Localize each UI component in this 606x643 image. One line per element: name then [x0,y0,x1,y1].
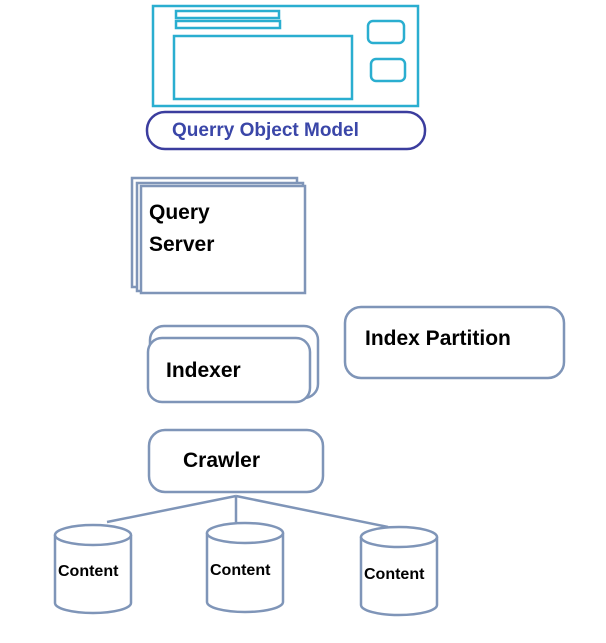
query-object-model-box [145,110,427,151]
crawler-label: Crawler [183,449,261,472]
content-3-label: Content [364,566,425,583]
content-2-top [205,521,285,545]
index-partition-label: Index Partition [365,327,511,350]
ui-window-button-2 [369,57,407,83]
ui-window-icon [151,4,420,108]
index-partition-box [343,305,566,380]
ui-window-button-1 [366,19,406,45]
content-3-top [359,525,439,549]
content-database-icon-3 [359,525,439,617]
ui-window-bar-1 [174,9,281,20]
indexer-front-shape [146,336,312,404]
query-server-node [130,176,307,295]
ui-window-content-pane [172,34,354,101]
content-3-body [359,537,439,617]
content-database-icon-2 [205,521,285,614]
content-1-label: Content [58,563,119,580]
query-server-front-sheet [139,184,307,295]
ui-window-frame [151,4,420,108]
indexer-node [146,324,320,404]
content-database-icon-1 [53,523,133,615]
query-object-model-label: Querry Object Model [172,120,359,141]
content-2-body [205,533,285,614]
indexer-label: Indexer [166,359,241,382]
crawler-edges [106,494,389,529]
content-1-body [53,535,133,615]
query-server-label-line1: Query [149,201,210,224]
query-server-label-line2: Server [149,233,215,256]
edge-crawler-content-1 [106,494,237,524]
edge-crawler-content-3 [235,494,389,529]
content-2-label: Content [210,562,271,579]
crawler-box [147,428,325,494]
ui-window-bar-2 [174,19,282,30]
content-1-top [53,523,133,547]
